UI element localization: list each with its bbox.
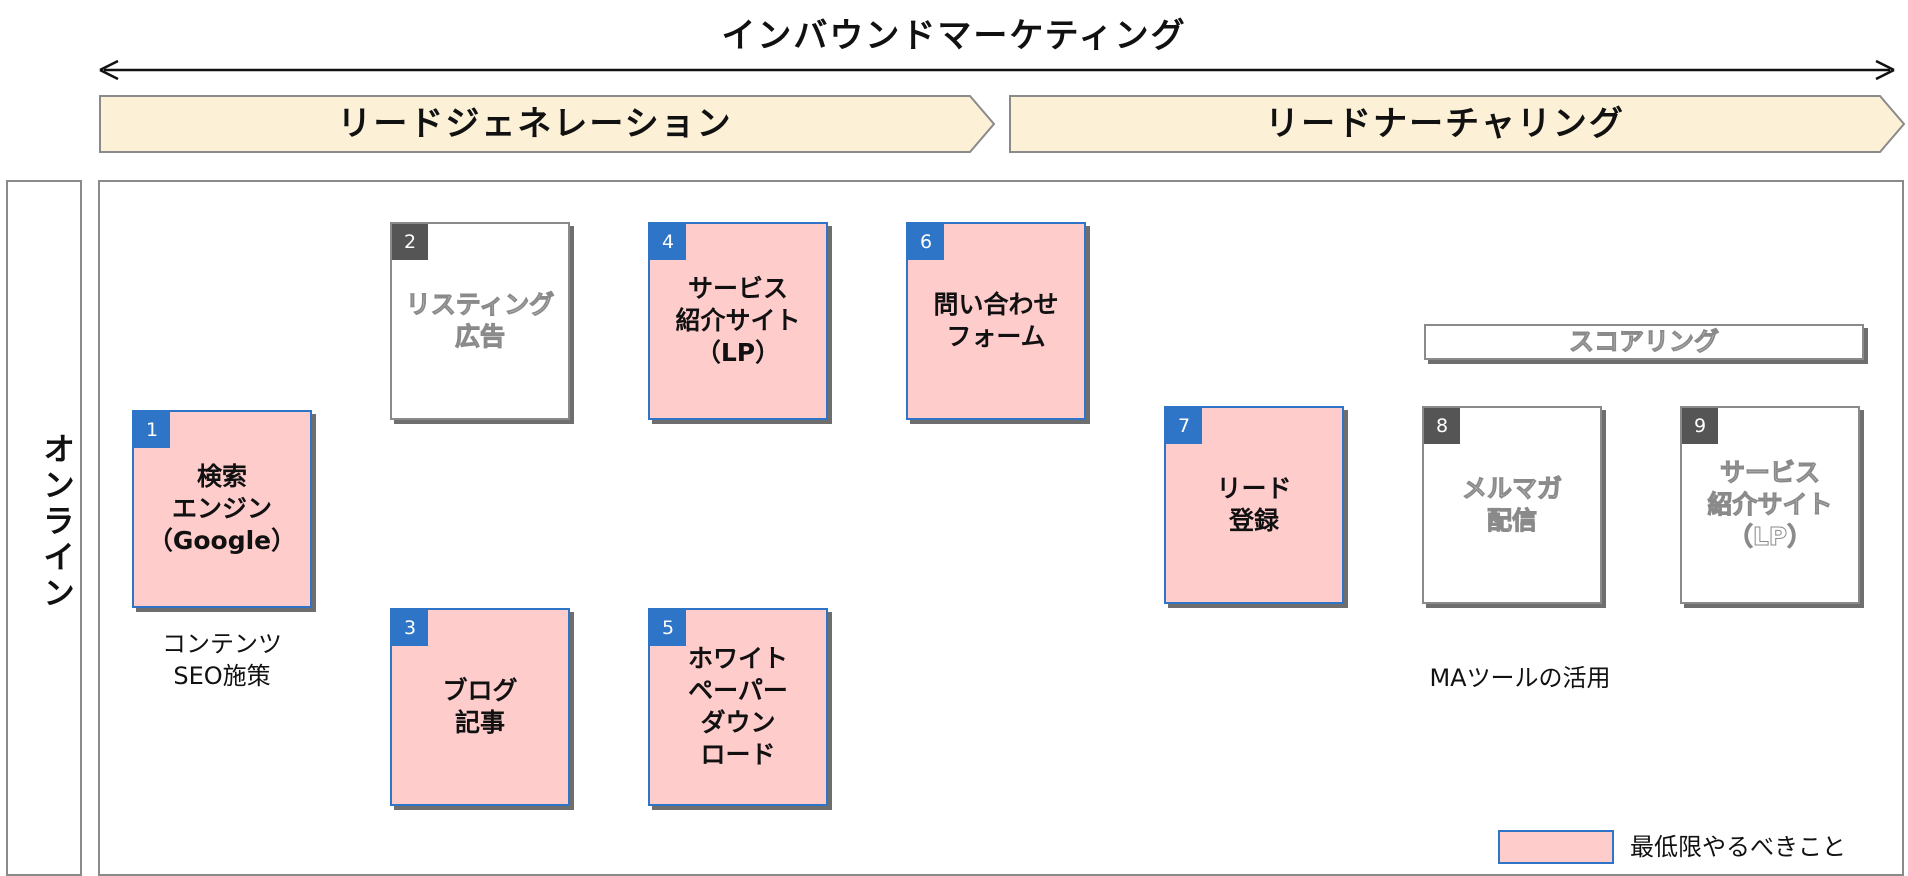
step-3-blog-article: 3 ブログ 記事 (390, 608, 570, 806)
step-number-badge: 9 (1682, 408, 1718, 444)
step-label: サービス 紹介サイト （LP） (1707, 458, 1833, 552)
step-7-lead-registration: 7 リード 登録 (1164, 406, 1344, 604)
seo-note: コンテンツ SEO施策 (162, 630, 282, 690)
step-2-listing-ad: 2 リスティング 広告 (390, 222, 570, 420)
phase-banner-lead-generation (99, 95, 996, 153)
scoring-bar: スコアリング (1424, 324, 1864, 360)
step-label: メルマガ 配信 (1461, 474, 1562, 536)
step-label: 問い合わせ フォーム (933, 290, 1059, 351)
online-side-label: オンライン (6, 180, 82, 876)
step-label: ブログ 記事 (442, 676, 518, 737)
phase-lead-nurturing-label: リードナーチャリング (1265, 104, 1625, 144)
span-arrow (99, 59, 1895, 81)
phase-banner-lead-nurturing (1009, 95, 1906, 153)
side-label-text: オンライン (38, 432, 76, 612)
step-label: サービス 紹介サイト （LP） (675, 274, 801, 367)
phase-lead-generation-label: リードジェネレーション (337, 104, 733, 144)
step-number-badge: 2 (392, 224, 428, 260)
step-number-badge: 7 (1166, 408, 1202, 444)
step-6-inquiry-form: 6 問い合わせ フォーム (906, 222, 1086, 420)
step-label: リード 登録 (1216, 474, 1292, 535)
step-5-whitepaper-download: 5 ホワイト ペーパー ダウン ロード (648, 608, 828, 806)
step-label: リスティング 広告 (405, 290, 555, 352)
step-1-search-engine: 1 検索 エンジン （Google） (132, 410, 312, 608)
step-number-badge: 3 (392, 610, 428, 646)
step-4-service-site: 4 サービス 紹介サイト （LP） (648, 222, 828, 420)
step-9-service-site: 9 サービス 紹介サイト （LP） (1680, 406, 1860, 604)
step-label: 検索 エンジン （Google） (147, 462, 297, 555)
step-number-badge: 4 (650, 224, 686, 260)
step-number-badge: 8 (1424, 408, 1460, 444)
step-number-badge: 6 (908, 224, 944, 260)
step-number-badge: 5 (650, 610, 686, 646)
ma-tools-note: MAツールの活用 (1429, 664, 1611, 692)
step-label: ホワイト ペーパー ダウン ロード (687, 644, 788, 769)
step-number-badge: 1 (134, 412, 170, 448)
step-8-newsletter: 8 メルマガ 配信 (1422, 406, 1602, 604)
legend-label: 最低限やるべきこと (1630, 833, 1846, 861)
diagram-title: インバウンドマーケティング (721, 16, 1187, 56)
legend-swatch (1498, 830, 1614, 864)
